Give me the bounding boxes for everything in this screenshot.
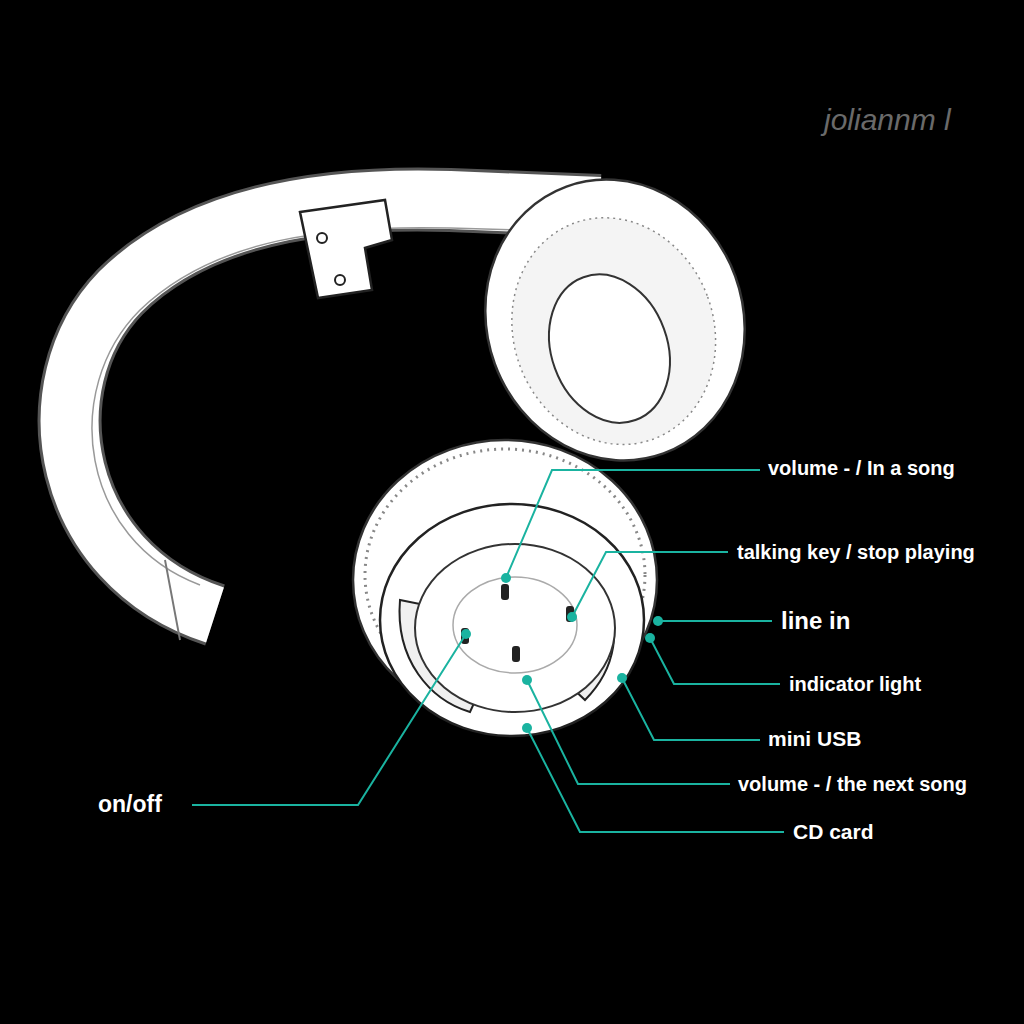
- leader-dot: [522, 723, 532, 733]
- hinge: [300, 200, 392, 298]
- part-label: volume - / In a song: [768, 456, 955, 480]
- part-label: volume - / the next song: [738, 772, 967, 796]
- button-volume-down: [512, 646, 520, 662]
- leader-dots: [461, 573, 663, 733]
- front-ring: [380, 504, 644, 736]
- band-joint: [165, 560, 180, 640]
- part-label: line in: [781, 607, 850, 636]
- part-label: indicator light: [789, 672, 921, 696]
- watermark: joliannm l: [824, 102, 951, 138]
- hinge-hole: [335, 275, 345, 285]
- leader-line: [658, 620, 772, 622]
- back-cushion: [480, 189, 747, 474]
- part-label: talking key / stop playing: [737, 540, 975, 564]
- leader-dot: [645, 633, 655, 643]
- leader-dot: [617, 673, 627, 683]
- button-volume-up: [501, 584, 509, 600]
- back-cushion-hole: [529, 257, 690, 440]
- leader-line: [572, 552, 728, 617]
- leader-line: [527, 680, 730, 784]
- leader-dot: [522, 675, 532, 685]
- leader-lines: [192, 470, 784, 832]
- leader-line: [506, 470, 760, 578]
- leader-line: [650, 638, 780, 684]
- leader-line: [192, 634, 466, 805]
- plate-inner: [453, 577, 577, 673]
- leader-dot: [567, 612, 577, 622]
- control-plate: [415, 544, 615, 712]
- leader-dot: [653, 616, 663, 626]
- leader-line: [622, 678, 760, 740]
- leader-dot: [501, 573, 511, 583]
- part-label: CD card: [793, 819, 874, 844]
- part-label: mini USB: [768, 726, 861, 751]
- hinge-hole: [317, 233, 327, 243]
- part-label: on/off: [98, 791, 162, 819]
- leader-dot: [461, 629, 471, 639]
